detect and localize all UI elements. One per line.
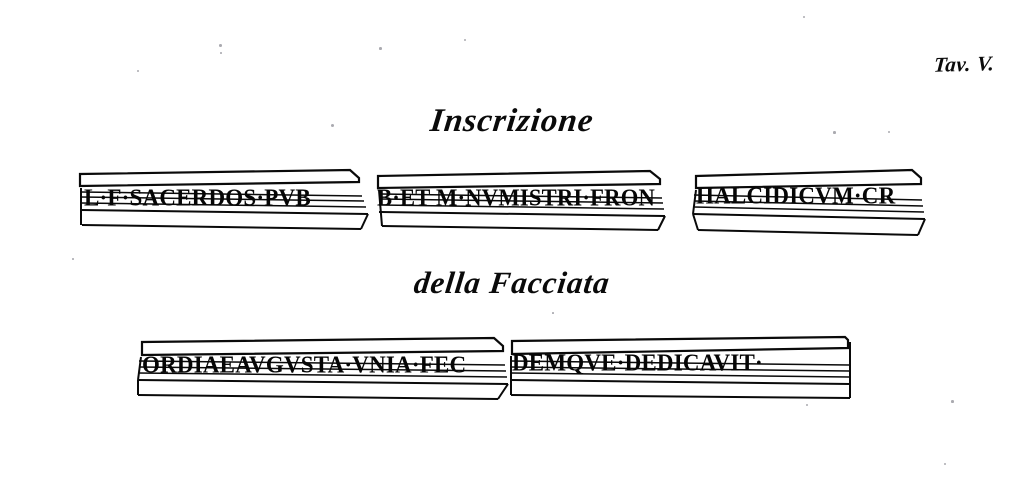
paper-speck (951, 400, 954, 403)
inscription-block-5: DEMQVE·DEDICAVIT· (508, 334, 852, 402)
heading-inscrizione: Inscrizione (428, 103, 596, 139)
paper-speck (803, 16, 806, 19)
paper-speck (552, 312, 554, 314)
paper-speck (833, 131, 836, 134)
paper-speck (220, 52, 222, 54)
plate-number-label: Tav. V. (932, 51, 996, 77)
paper-speck (888, 131, 891, 134)
paper-speck (331, 124, 334, 127)
paper-speck (137, 70, 140, 73)
inscription-block-4: ORDIAEAVGVSTA·VNIA·FEC (136, 336, 511, 402)
heading-della-facciata: della Facciata (412, 265, 613, 300)
inscription-block-1: L·F·SACERDOS·PVB (78, 168, 369, 236)
paper-speck (806, 404, 809, 407)
paper-speck (464, 39, 466, 41)
paper-speck (944, 463, 947, 466)
inscription-block-2: B·ET M·NVMISTRI·FRON (374, 168, 666, 236)
paper-speck (379, 47, 382, 50)
inscription-block-3: HALCIDICVM·CR (690, 166, 926, 238)
paper-speck (72, 258, 74, 260)
paper-speck (219, 44, 222, 47)
